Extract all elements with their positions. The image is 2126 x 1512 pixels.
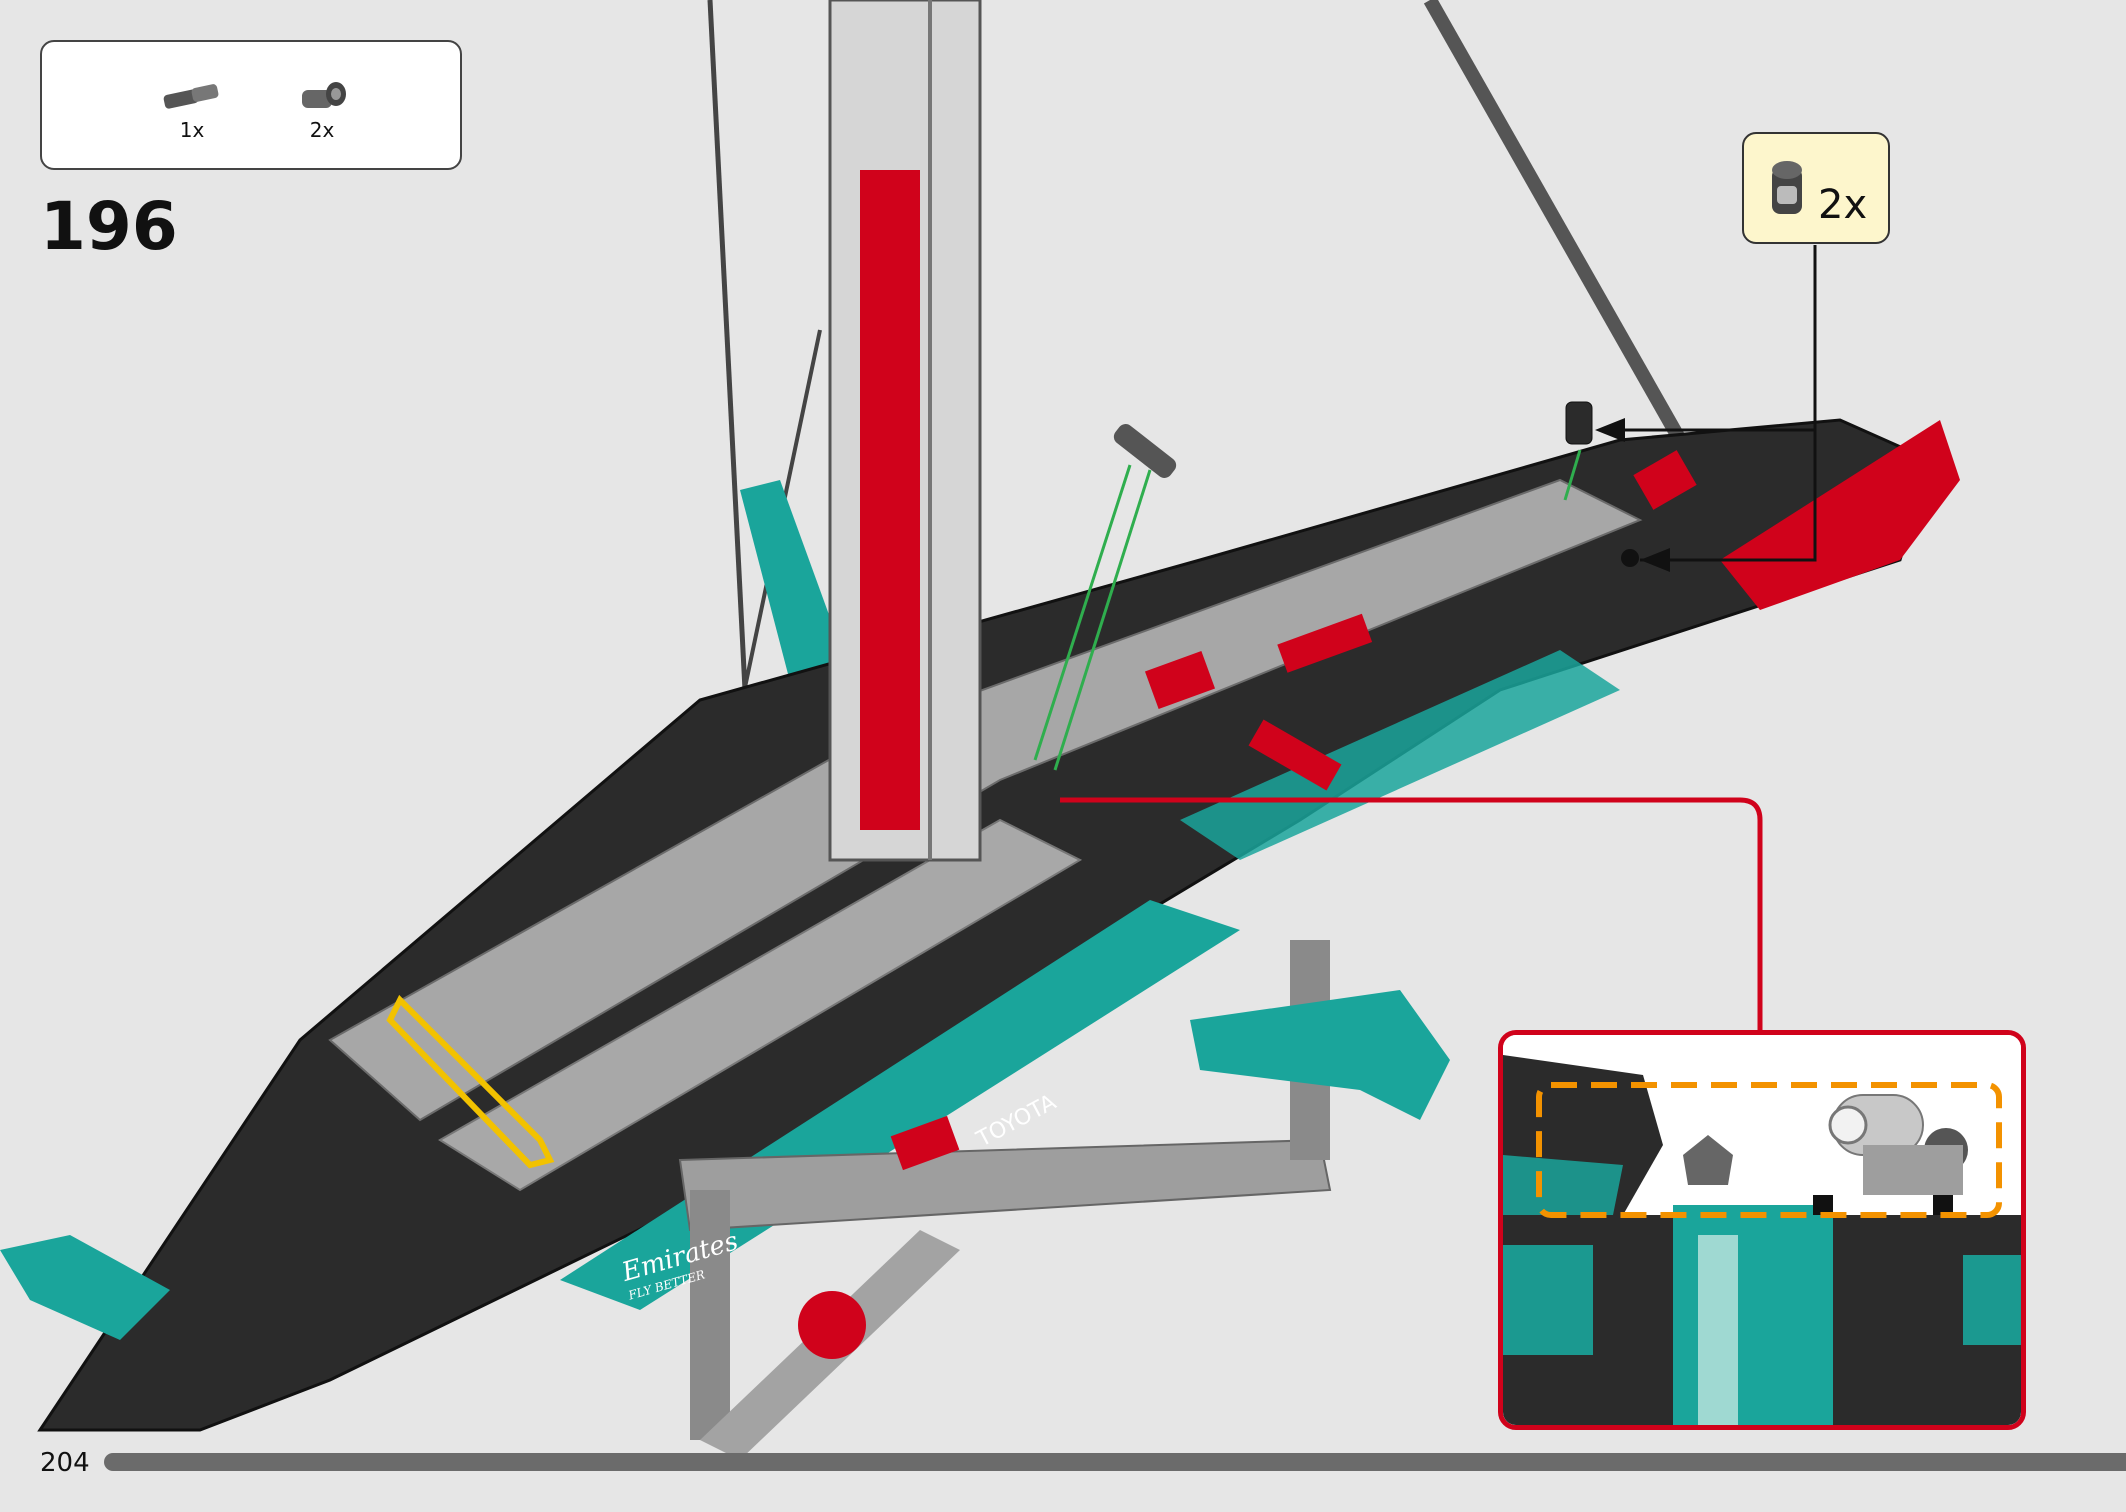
page-number: 204 <box>40 1448 90 1478</box>
parts-list-quantity: 2x <box>309 118 335 142</box>
clip-part <box>1683 1135 1733 1185</box>
detail-inset <box>1498 1030 2026 1430</box>
hull-teal-panel <box>1180 650 1620 860</box>
highlight-loop <box>386 994 555 1169</box>
inset-pointer-line <box>1060 797 1763 1030</box>
axle-pin-icon <box>163 84 219 109</box>
step-number: 196 <box>40 188 178 265</box>
bush-pin-icon <box>302 82 346 108</box>
boom-arm <box>1423 0 1687 444</box>
highlight-dashed-box <box>1536 1082 2002 1218</box>
deck-frame-inner <box>438 818 1083 1192</box>
sponsor-decal-toyota: TOYOTA <box>972 1090 1060 1153</box>
stand-leg <box>690 1190 730 1440</box>
progress-bar <box>104 1453 2126 1471</box>
stern-fin <box>0 1235 170 1340</box>
bush-pin-new-part <box>1565 401 1593 445</box>
detail-inset-illustration <box>1503 1035 2021 1425</box>
parts-list-item: 1x <box>160 76 224 142</box>
callout-quantity: 2x <box>1818 182 1868 228</box>
red-connector <box>798 1291 866 1359</box>
rigging-line <box>707 0 748 691</box>
parts-list-quantity: 1x <box>179 118 205 142</box>
side-foil <box>1190 990 1450 1120</box>
callout-pointer-line <box>1640 430 1817 562</box>
display-stand <box>678 1138 1332 1232</box>
parts-list-box: 1x 2x <box>40 40 462 170</box>
axle-pin-new-part <box>1113 424 1177 478</box>
toyota-logo <box>890 1115 960 1171</box>
part-callout: 2x <box>1742 132 1890 244</box>
parts-list-item: 2x <box>292 76 352 142</box>
callout-pointer-line <box>1600 245 1817 432</box>
bush-pin-icon <box>1772 161 1802 214</box>
bow-red-section <box>1720 420 1960 610</box>
attach-point <box>1621 549 1639 567</box>
mast-red-beam <box>860 170 920 830</box>
